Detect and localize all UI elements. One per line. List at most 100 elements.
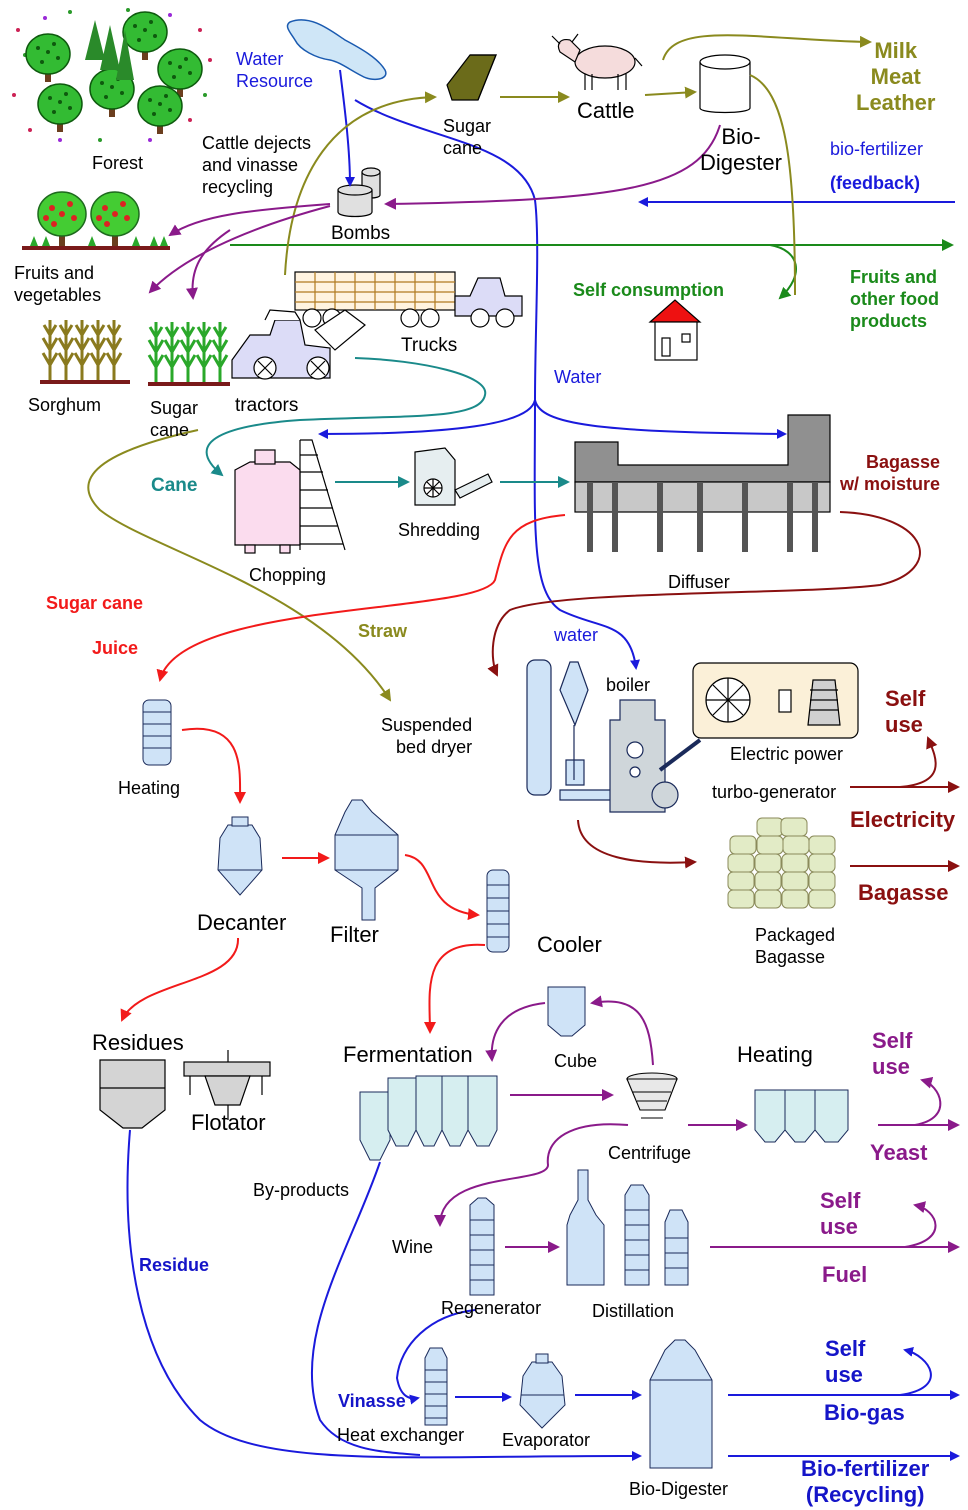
cube-label: Cube	[554, 1051, 598, 1071]
packaged-bagasse-label: Packaged Bagasse	[755, 925, 836, 967]
chopping-label: Chopping	[249, 565, 327, 585]
filter-icon	[334, 799, 399, 921]
distillation-columns-icon	[566, 1169, 689, 1286]
vinasse-label: Vinasse	[338, 1391, 406, 1411]
bio-digester-top-icon	[699, 54, 751, 114]
fermentation-flow-lines	[434, 995, 960, 1253]
turbo-generator-label: turbo-generator	[712, 782, 837, 802]
sugar-cane-field-label: Sugar cane	[150, 398, 199, 440]
recycling-flow-lines	[148, 124, 721, 300]
cane-label: Cane	[151, 475, 198, 496]
fermentation-tanks-icon	[359, 1075, 498, 1161]
centrifuge-icon	[626, 1072, 678, 1119]
self-use-electricity-label: Self use	[885, 686, 926, 737]
diffuser-icon	[574, 414, 831, 552]
decanter-icon	[217, 816, 263, 896]
heating-label-1: Heating	[118, 778, 181, 798]
residues-label: Residues	[92, 1030, 184, 1055]
bagasse-bales-icon	[727, 817, 836, 909]
fruits-food-label: Fruits and other food products	[850, 267, 939, 331]
heating-column-icon	[142, 699, 172, 766]
sorghum-label: Sorghum	[28, 395, 102, 415]
bagasse-flow-lines	[487, 511, 960, 872]
water-flow-lines	[318, 69, 955, 670]
bagasse-label: Bagasse	[858, 880, 949, 905]
cattle-icon	[551, 33, 643, 90]
electric-power-label: Electric power	[730, 744, 844, 764]
juice-flow-lines	[120, 514, 566, 1034]
heat-exchanger-label: Heat exchanger	[337, 1425, 465, 1445]
turbo-generator-icon	[692, 662, 859, 739]
sugar-cane-juice-label-2: Juice	[92, 638, 139, 658]
by-products-label: By-products	[253, 1180, 350, 1200]
self-use-yeast-label: Self use	[872, 1028, 913, 1079]
water-resource-label: Water Resource	[236, 49, 314, 91]
decanter-label: Decanter	[197, 910, 287, 935]
flotator-icon	[183, 1050, 271, 1120]
water-pond-icon	[286, 19, 387, 81]
self-consumption-label: Self consumption	[573, 280, 725, 300]
regenerator-label: Regenerator	[441, 1298, 542, 1318]
water-mid-label: Water	[554, 367, 602, 387]
regenerator-icon	[469, 1197, 495, 1296]
flotator-label: Flotator	[191, 1110, 266, 1135]
self-use-fuel-label: Self use	[820, 1188, 861, 1239]
bio-fertilizer-label: bio-fertilizer	[830, 139, 924, 159]
yeast-label: Yeast	[870, 1140, 928, 1165]
bombs-label: Bombs	[331, 223, 391, 244]
forest-label: Forest	[92, 153, 144, 173]
bio-fertilizer-recycling-label: Bio-fertilizer (Recycling)	[801, 1456, 930, 1507]
sugar-cane-bin-icon	[446, 54, 497, 101]
forest-icon	[12, 8, 212, 142]
wine-label: Wine	[392, 1237, 434, 1257]
milk-meat-leather-label: Milk Meat Leather	[856, 38, 936, 115]
cooler-label: Cooler	[537, 932, 602, 957]
chopping-icon	[234, 439, 346, 554]
house-icon	[648, 299, 702, 361]
filter-label: Filter	[330, 922, 379, 947]
cattle-dejects-label: Cattle dejects and vinasse recycling	[202, 133, 312, 197]
sugar-cane-top-label: Sugar cane	[443, 116, 492, 158]
cattle-label: Cattle	[577, 98, 635, 123]
fuel-label: Fuel	[822, 1262, 868, 1287]
shredding-label: Shredding	[398, 520, 481, 540]
bombs-icon	[337, 167, 381, 218]
fruits-vegetables-label: Fruits and vegetables	[14, 263, 102, 305]
heating-label-2: Heating	[737, 1042, 813, 1067]
boiler-label: boiler	[606, 675, 651, 695]
diffuser-label: Diffuser	[668, 572, 730, 592]
evaporator-icon	[519, 1353, 566, 1429]
bagasse-moisture-label: Bagasse w/ moisture	[840, 452, 941, 494]
residue-label: Residue	[139, 1255, 210, 1275]
water-low-label: water	[554, 625, 599, 645]
cane-transport-flow-lines	[87, 34, 872, 702]
sugar-cane-field-icon	[147, 320, 230, 386]
bio-digester-bottom-icon	[649, 1339, 713, 1469]
bio-digester-bottom-label: Bio-Digester	[629, 1479, 729, 1499]
cane-processing-flow-lines	[205, 357, 570, 488]
sorghum-icon	[40, 318, 130, 384]
self-use-biogas-label: Self use	[825, 1336, 866, 1387]
distillation-label: Distillation	[592, 1301, 675, 1321]
tractor-icon	[231, 309, 366, 380]
bio-digester-top-label: Bio- Digester	[700, 124, 782, 175]
feedback-label: (feedback)	[830, 173, 921, 193]
tractors-label: tractors	[235, 395, 299, 416]
sugar-cane-juice-label-1: Sugar cane	[46, 593, 144, 613]
centrifuge-label: Centrifuge	[608, 1143, 692, 1163]
residues-tank-icon	[99, 1059, 166, 1129]
evaporator-label: Evaporator	[502, 1430, 591, 1450]
shredding-icon	[414, 447, 493, 506]
trucks-label: Trucks	[401, 335, 458, 356]
electricity-label: Electricity	[850, 807, 956, 832]
bio-gas-label: Bio-gas	[824, 1400, 905, 1425]
cooler-icon	[486, 869, 510, 953]
fruit-trees-icon	[22, 191, 170, 250]
heating-tanks-icon	[754, 1089, 849, 1143]
heat-exchanger-icon	[424, 1347, 448, 1426]
straw-label: Straw	[358, 621, 408, 641]
vinasse-flow-lines	[126, 1129, 960, 1461]
truck-icon	[294, 271, 523, 328]
